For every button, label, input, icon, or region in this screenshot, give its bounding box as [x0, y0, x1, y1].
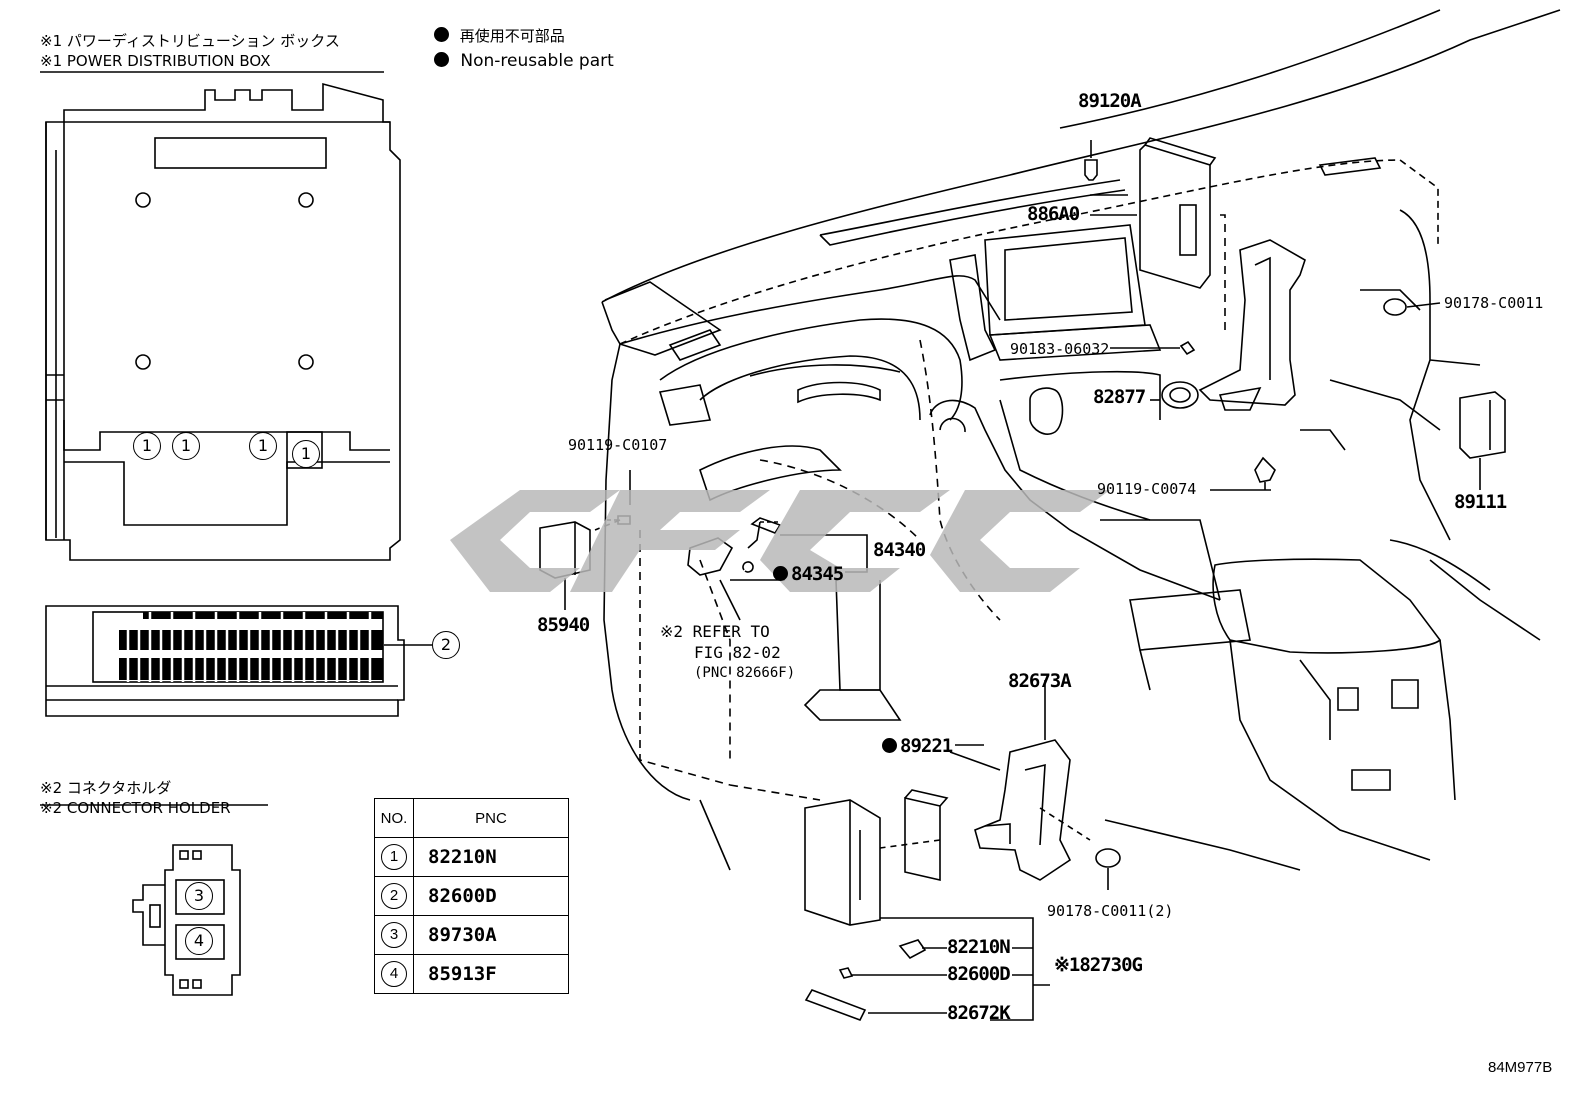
part-label-90119-C0107: 90119-C0107 — [568, 436, 668, 454]
legend-jp-row: 再使用不可部品 — [434, 27, 565, 44]
legend-jp: 再使用不可部品 — [459, 27, 565, 45]
component-90119-C0074 — [1210, 456, 1276, 491]
table-row: 3 89730A — [374, 915, 569, 955]
component-82877 — [1150, 381, 1199, 409]
component-89111 — [1459, 391, 1506, 490]
component-82672K — [804, 989, 947, 1021]
watermark-logo — [450, 490, 1110, 592]
dashboard-drawing — [601, 9, 1561, 871]
part-label-82210N: 82210N — [947, 936, 1011, 958]
part-label-886A0: 886A0 — [1027, 203, 1080, 225]
connector-holder-drawing — [40, 804, 268, 996]
header-pnc: PNC — [413, 798, 569, 838]
part-label-90119-C0074: 90119-C0074 — [1097, 480, 1197, 498]
inset1-title-en: ※1 POWER DISTRIBUTION BOX — [40, 52, 271, 70]
refer-line-3: (PNC 82666F) — [694, 665, 796, 681]
header-no: NO. — [374, 798, 414, 838]
row-no: 2 — [381, 883, 407, 909]
callout-1d: 1 — [292, 440, 320, 468]
callout-1a: 1 — [133, 432, 161, 460]
part-label-84340: 84340 — [873, 539, 926, 561]
legend-en-row: Non-reusable part — [434, 52, 614, 70]
component-82673A — [974, 680, 1091, 881]
non-reusable-dot-icon — [434, 52, 449, 67]
part-label-84345: 84345 — [791, 563, 844, 585]
row-pnc: 89730A — [413, 915, 569, 955]
pnc-table: NO. PNC 1 82210N 2 82600D 3 89730A 4 859… — [374, 798, 569, 994]
table-row: 4 85913F — [374, 954, 569, 994]
part-label-89221: 89221 — [900, 735, 953, 757]
part-label-90178-C0011-top: 90178-C0011 — [1444, 294, 1544, 312]
component-bracket-upper — [1198, 239, 1306, 411]
component-82210N — [898, 939, 1033, 960]
inset2-title-en: ※2 CONNECTOR HOLDER — [40, 799, 231, 817]
table-row: 1 82210N — [374, 837, 569, 877]
table-row: 2 82600D — [374, 876, 569, 916]
part-label-90183-06032: 90183-06032 — [1010, 340, 1110, 358]
component-90178-C0011-bottom — [1095, 848, 1121, 890]
legend-en: Non-reusable part — [460, 51, 614, 71]
refer-line-1: ※2 REFER TO — [660, 622, 770, 641]
table-header-row: NO. PNC — [374, 798, 569, 838]
callout-2: 2 — [432, 631, 460, 659]
component-82600D — [838, 967, 1033, 979]
non-reusable-dot-icon — [773, 566, 788, 581]
callout-3: 3 — [185, 882, 213, 910]
component-89120A — [1084, 140, 1098, 181]
refer-line-2: FIG 82-02 — [694, 643, 781, 662]
inset1-title-jp: ※1 パワーディストリビューション ボックス — [40, 32, 340, 50]
part-label-89120A: 89120A — [1078, 90, 1142, 112]
part-label-90178-C0011-2: 90178-C0011(2) — [1047, 902, 1174, 920]
fuse-array — [119, 612, 383, 680]
part-label-82730G: ※182730G — [1054, 954, 1143, 976]
figure-code: 84M977B — [1488, 1059, 1553, 1076]
component-90183-06032 — [1130, 340, 1196, 356]
row-pnc: 82210N — [413, 837, 569, 877]
part-label-82672K: 82672K — [947, 1002, 1011, 1024]
row-pnc: 82600D — [413, 876, 569, 916]
part-label-85940: 85940 — [537, 614, 590, 636]
inset2-title-jp: ※2 コネクタホルダ — [40, 779, 172, 797]
row-no: 4 — [381, 961, 407, 987]
part-label-89111: 89111 — [1454, 491, 1507, 513]
part-label-84345-row: 84345 — [773, 563, 844, 585]
row-pnc: 85913F — [413, 954, 569, 994]
component-82730G — [804, 799, 1050, 1021]
leader-lines — [955, 194, 1130, 746]
row-no: 3 — [381, 922, 407, 948]
component-89221 — [879, 751, 1001, 882]
part-label-82673A: 82673A — [1008, 670, 1072, 692]
non-reusable-dot-icon — [434, 27, 449, 42]
callout-1c: 1 — [249, 432, 277, 460]
row-no: 1 — [381, 844, 407, 870]
component-90178-C0011-top — [1383, 298, 1441, 316]
component-886A0 — [1090, 137, 1217, 289]
part-label-82877: 82877 — [1093, 386, 1146, 408]
callout-1b: 1 — [172, 432, 200, 460]
part-label-82600D: 82600D — [947, 963, 1011, 985]
part-label-89221-row: 89221 — [882, 735, 953, 757]
non-reusable-dot-icon — [882, 738, 897, 753]
callout-4: 4 — [185, 927, 213, 955]
power-distribution-box-drawing — [40, 71, 432, 717]
